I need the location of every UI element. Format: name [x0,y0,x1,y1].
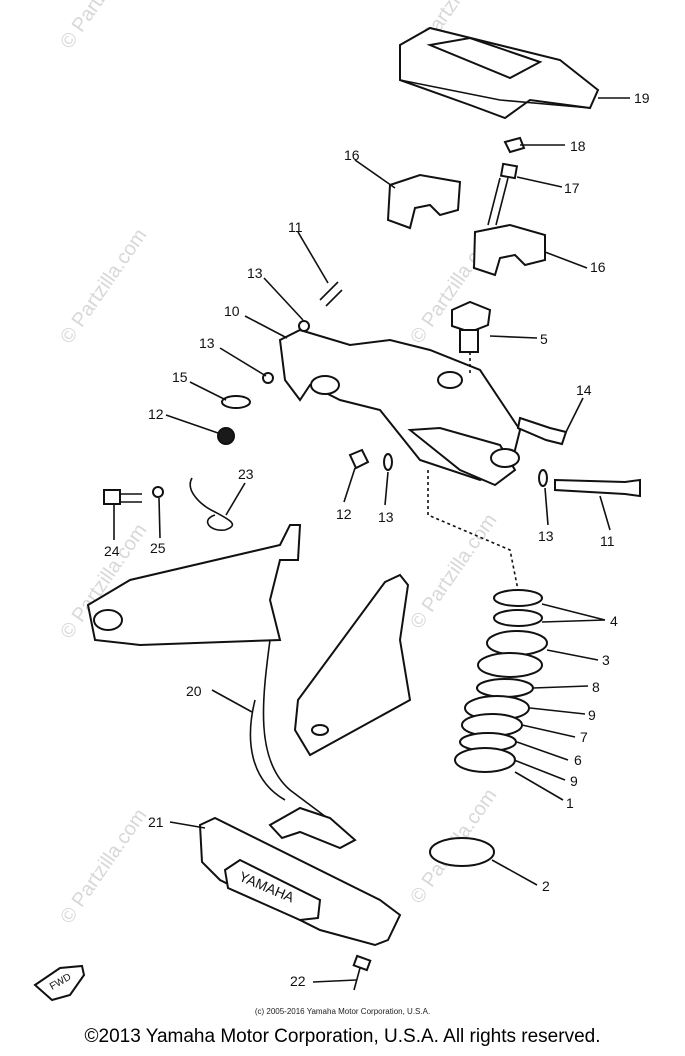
part-cover [399,26,600,120]
watermark: © Partzilla.com [56,225,151,348]
callout-12: 12 [336,506,352,522]
part-crown-nut [451,300,492,353]
callout-19: 19 [634,90,650,106]
part-washer-13 [298,320,310,332]
callout-9: 9 [570,773,578,789]
part-headlight-stay [86,524,412,850]
callout-9: 9 [588,707,596,723]
callout-10: 10 [224,303,240,319]
callout-17: 17 [564,180,580,196]
callout-13: 13 [247,265,263,281]
watermark: © Partzilla.com [406,510,501,633]
part-emblem: YAMAHA [198,816,402,947]
main-copyright: ©2013 Yamaha Motor Corporation, U.S.A. A… [84,1026,601,1047]
part-holder-upper [386,173,462,230]
callout-labels: 19 18 17 16 16 11 13 10 5 13 15 14 12 12… [104,90,650,989]
part-washer-13 [538,469,548,487]
callout-22: 22 [290,973,306,989]
watermark: © Partzilla.com [56,805,151,928]
watermark: © Partzilla.com [56,0,151,53]
part-washer-13 [383,453,393,471]
part-nut-18 [503,136,526,154]
part-bolt-11 [319,281,343,307]
callout-11: 11 [600,533,615,549]
part-nut-12 [217,427,235,445]
callout-5: 5 [540,331,548,347]
part-screw-22 [352,954,372,972]
small-copyright: (c) 2005-2016 Yamaha Motor Corporation, … [254,1007,431,1016]
part-bearing-stack [454,589,548,773]
part-upper-bracket [278,328,522,487]
callout-1: 1 [566,795,574,811]
fwd-arrow: FWD [33,964,86,1002]
callout-8: 8 [592,679,600,695]
part-screw-22 [353,967,361,991]
part-bolt-24 [103,489,121,505]
part-seal-2 [429,837,495,867]
part-washer-25 [152,486,164,498]
callout-16: 16 [590,259,606,275]
part-clip-15 [221,395,251,409]
callout-12: 12 [148,406,164,422]
callout-13: 13 [538,528,554,544]
callout-11: 11 [288,219,303,235]
callout-23: 23 [238,466,254,482]
part-clip-23 [189,477,234,531]
callout-20: 20 [186,683,202,699]
part-bolt-14 [516,416,568,446]
part-bolt-24 [120,493,142,503]
leader-lines [113,97,630,983]
callout-13: 13 [378,509,394,525]
callout-21: 21 [148,814,164,830]
callout-6: 6 [574,752,582,768]
callout-3: 3 [602,652,610,668]
part-nut-12 [348,448,370,470]
callout-24: 24 [104,543,120,559]
callout-18: 18 [570,138,586,154]
callout-25: 25 [150,540,166,556]
callout-15: 15 [172,369,188,385]
callout-16: 16 [344,147,360,163]
callout-4: 4 [610,613,618,629]
callout-13: 13 [199,335,215,351]
callout-14: 14 [576,382,592,398]
part-bolt-17 [487,162,519,226]
callout-7: 7 [580,729,588,745]
part-holder-upper [472,223,546,277]
part-bolt-11 [554,478,641,498]
callout-2: 2 [542,878,550,894]
